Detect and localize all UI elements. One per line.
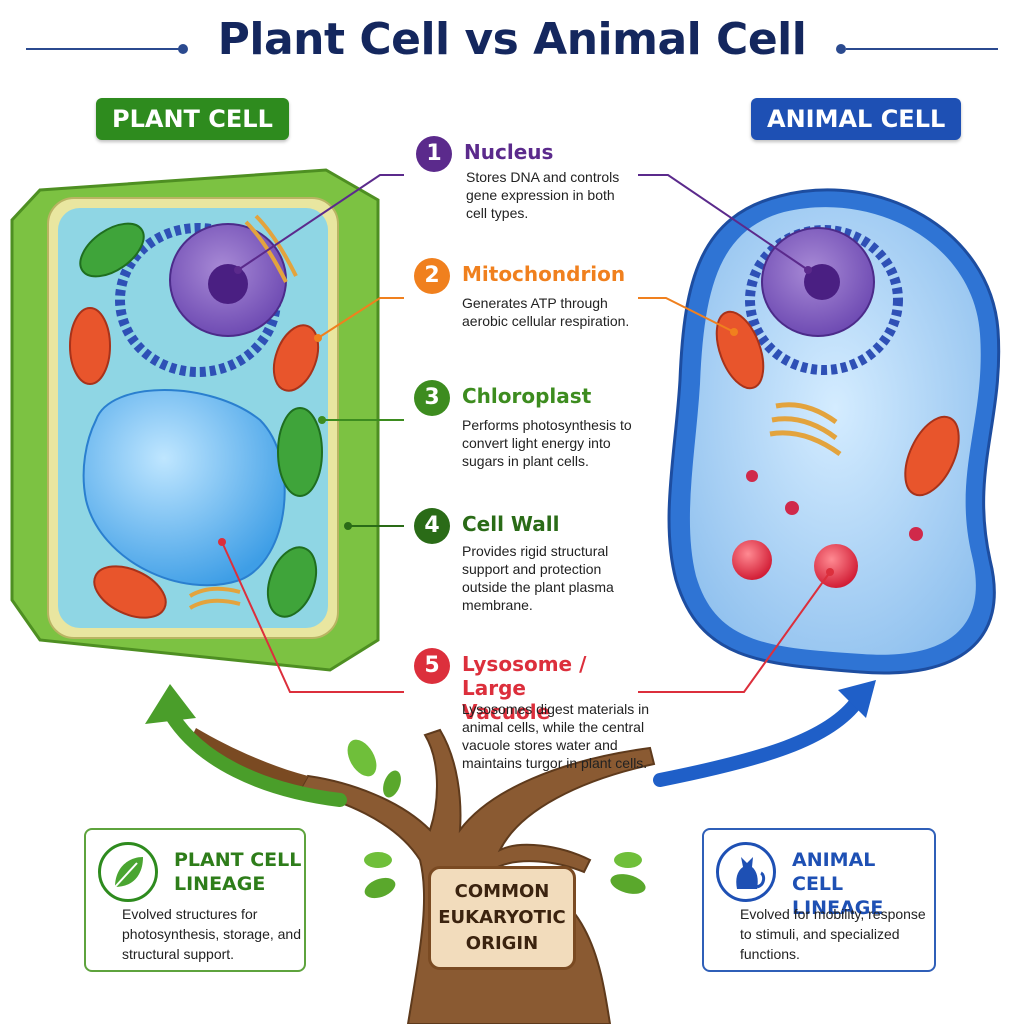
lineage-title: PLANT CELL LINEAGE	[174, 849, 302, 895]
animal-lineage-arrow	[653, 693, 865, 787]
title-dot-right	[836, 44, 846, 54]
plant-vacuole	[82, 389, 286, 587]
animal-arrowhead	[838, 680, 876, 718]
animal-lysosome-2	[814, 544, 858, 588]
lineage-description: Evolved for mobility, response to stimul…	[740, 906, 926, 962]
plant-mitochondrion-1	[69, 307, 111, 385]
animal-lineage-box: ANIMAL CELL LINEAGE Evolved for mobility…	[702, 828, 936, 972]
organelle-number: 2	[414, 258, 450, 294]
animal-cell	[667, 188, 1001, 675]
lineage-title: ANIMAL CELL LINEAGE	[792, 849, 884, 919]
plant-chloroplast-3	[266, 546, 318, 618]
organelle-number: 5	[414, 648, 450, 684]
plant-lineage-box: PLANT CELL LINEAGE Evolved structures fo…	[84, 828, 306, 972]
leaf-icon	[98, 842, 158, 902]
organelle-description: Lysosomes digest materials in animal cel…	[462, 701, 650, 771]
animal-mitochondrion-1	[715, 310, 765, 390]
organelle-name: Lysosome / Large Vacuole	[462, 652, 587, 724]
plant-golgi	[188, 214, 298, 610]
plant-lineage-arrow	[165, 709, 347, 807]
plant-mitochondrion-3	[93, 565, 167, 619]
title-dot-left	[178, 44, 188, 54]
organelle-name: Mitochondrion	[462, 262, 626, 286]
common-origin-plaque: COMMON EUKARYOTIC ORIGIN	[428, 866, 576, 970]
page-title: Plant Cell vs Animal Cell	[217, 14, 807, 65]
animal-cell-label: ANIMAL CELL	[751, 98, 962, 140]
organelle-name: Nucleus	[464, 140, 554, 164]
plant-mitochondrion-2	[272, 324, 320, 392]
organelle-name: Cell Wall	[462, 512, 560, 536]
organelle-number: 3	[414, 380, 450, 416]
organelle-name: Chloroplast	[462, 384, 592, 408]
plant-cell	[10, 168, 380, 672]
animal-lysosome-1	[732, 540, 772, 580]
plant-cell-label: PLANT CELL	[96, 98, 289, 140]
title-rule-left	[26, 48, 182, 50]
cat-icon	[716, 842, 776, 902]
title-rule-right	[846, 48, 998, 50]
organelle-description: Performs photosynthesis to convert light…	[462, 417, 632, 469]
organelle-description: Provides rigid structural support and pr…	[462, 543, 614, 613]
organelle-description: Generates ATP through aerobic cellular r…	[462, 295, 630, 329]
lineage-description: Evolved structures for photosynthesis, s…	[122, 906, 302, 962]
organelle-description: Stores DNA and controls gene expression …	[466, 169, 620, 221]
origin-line: ORIGIN	[465, 933, 539, 954]
organelle-number: 4	[414, 508, 450, 544]
plant-arrowhead	[145, 684, 196, 724]
origin-line: EUKARYOTIC	[438, 907, 566, 928]
origin-line: COMMON	[454, 881, 550, 902]
animal-mitochondrion-2	[904, 415, 960, 497]
animal-er	[745, 225, 903, 375]
plant-chloroplast-1	[79, 222, 145, 278]
animal-golgi	[769, 402, 842, 457]
organelle-number: 1	[416, 136, 452, 172]
leader-lines	[218, 174, 834, 693]
plant-chloroplast-2	[277, 407, 323, 497]
